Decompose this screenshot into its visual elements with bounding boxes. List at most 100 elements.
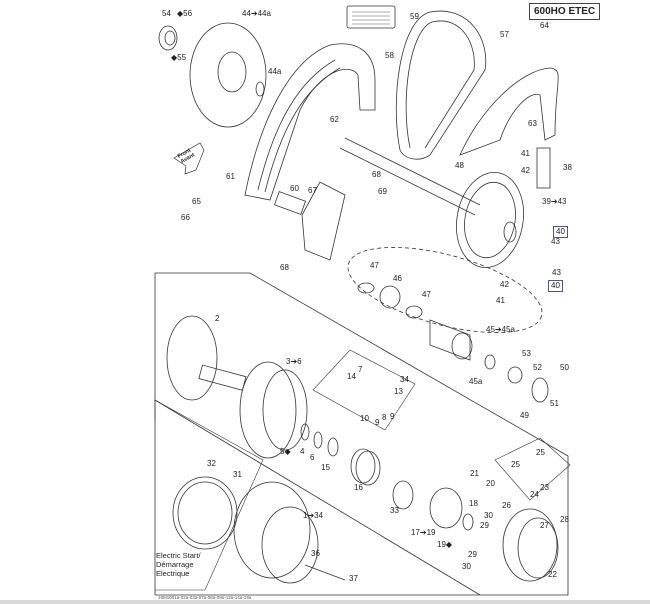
shaft	[344, 137, 481, 206]
part-callout: 36	[311, 549, 320, 558]
movable-sheave	[239, 361, 297, 459]
part-callout: 60	[290, 184, 299, 193]
part-callout: 30	[484, 511, 493, 520]
part-callout: 33	[390, 506, 399, 515]
part-callout: 42	[521, 166, 530, 175]
part-callout: 3➔6	[286, 357, 302, 366]
part-callout: 9	[390, 412, 395, 421]
part-callout: 23	[540, 483, 549, 492]
part-callout: 64	[540, 21, 549, 30]
part-callout: 59	[410, 12, 419, 21]
spider-detail-box	[494, 437, 571, 501]
part-callout: 15	[321, 463, 330, 472]
part-callout: 28	[560, 515, 569, 524]
part-callout: 13	[394, 387, 403, 396]
part-callout: 43	[552, 268, 561, 277]
part-callout: 42	[500, 280, 509, 289]
part-callout: 53	[522, 349, 531, 358]
part-callout: 32	[207, 459, 216, 468]
electric-start-line3: Electrique	[156, 569, 190, 578]
part-callout: 5◆	[280, 447, 291, 456]
part-callout: 26	[502, 501, 511, 510]
part-callout: 27	[540, 521, 549, 530]
front-arrow-icon	[173, 142, 205, 175]
part-callout: 41	[521, 149, 530, 158]
part-callout: 65	[192, 197, 201, 206]
part-callout: 1➔34	[303, 511, 324, 520]
part-callout: 63	[528, 119, 537, 128]
part-callout: 14	[347, 372, 356, 381]
part-callout: 19◆	[437, 540, 453, 549]
part-callout: 47	[422, 290, 431, 299]
part-callout: 4	[300, 447, 305, 456]
part-callout: 47	[370, 261, 379, 270]
part-callout: 45➔45a	[486, 325, 515, 334]
decal-part	[536, 147, 551, 189]
part-callout: 62	[330, 115, 339, 124]
part-callout: 46	[393, 274, 402, 283]
part-callout: 16	[354, 483, 363, 492]
part-callout: 34	[400, 375, 409, 384]
electric-start-line2: Démarrage	[156, 560, 194, 569]
drive-pulley-assembly	[233, 481, 311, 579]
part-callout: 67	[308, 186, 317, 195]
part-callout: 44a	[268, 67, 282, 76]
part-callout: 40	[553, 226, 568, 238]
electric-start-border	[154, 399, 264, 591]
part-callout: 22	[548, 570, 557, 579]
part-callout: 7	[358, 365, 363, 374]
driven-pulley	[456, 171, 524, 269]
belt-guard-bracket	[244, 43, 376, 201]
spider	[429, 487, 463, 529]
part-callout: 45a	[469, 377, 483, 386]
part-callout: 2	[215, 314, 220, 323]
part-callout: ◆56	[177, 9, 193, 18]
spring	[350, 448, 376, 484]
part-callout: 17➔19	[411, 528, 436, 537]
electric-start-line1: Electric Start/	[156, 551, 201, 560]
part-callout: 58	[385, 51, 394, 60]
part-callout: 31	[233, 470, 242, 479]
part-callout: 41	[496, 296, 505, 305]
part-callout: 61	[226, 172, 235, 181]
part-callout: 21	[470, 469, 479, 478]
part-callout: 66	[181, 213, 190, 222]
part-callout: 18	[469, 499, 478, 508]
part-callout: 68	[280, 263, 289, 272]
part-callout: 30	[462, 562, 471, 571]
part-callout: 20	[486, 479, 495, 488]
seal-part	[158, 25, 178, 51]
retainer-plate	[301, 181, 346, 261]
part-callout: 54	[162, 9, 171, 18]
part-callout: 52	[533, 363, 542, 372]
part-callout: 49	[520, 411, 529, 420]
part-callout: 57	[500, 30, 509, 39]
drive-belt	[395, 10, 487, 160]
ring-gear	[172, 476, 238, 550]
bottom-bar	[0, 600, 650, 604]
part-callout: 29	[480, 521, 489, 530]
part-callout: 37	[349, 574, 358, 583]
part-callout: 44➔44a	[242, 9, 271, 18]
model-label: 600HO ETEC	[529, 3, 601, 20]
part-callout: 40	[548, 280, 563, 292]
part-callout: 69	[378, 187, 387, 196]
part-callout: 50	[560, 363, 569, 372]
governor-cup	[502, 508, 558, 582]
lower-divider	[154, 399, 481, 596]
part-callout: 43	[551, 237, 560, 246]
part-callout: 6	[310, 453, 315, 462]
part-callout: 68	[372, 170, 381, 179]
belt-guard	[459, 67, 559, 156]
drawing-code: 18M1001a-02a-03a-07a-08a-09a-13a-14a-19a	[158, 595, 252, 600]
warning-label	[346, 5, 396, 29]
part-callout: 29	[468, 550, 477, 559]
part-callout: 38	[563, 163, 572, 172]
part-callout: 24	[530, 490, 539, 499]
part-callout: 48	[455, 161, 464, 170]
part-callout: 8	[382, 413, 387, 422]
part-callout: 25	[536, 448, 545, 457]
fixed-sheave-drive	[166, 315, 218, 401]
